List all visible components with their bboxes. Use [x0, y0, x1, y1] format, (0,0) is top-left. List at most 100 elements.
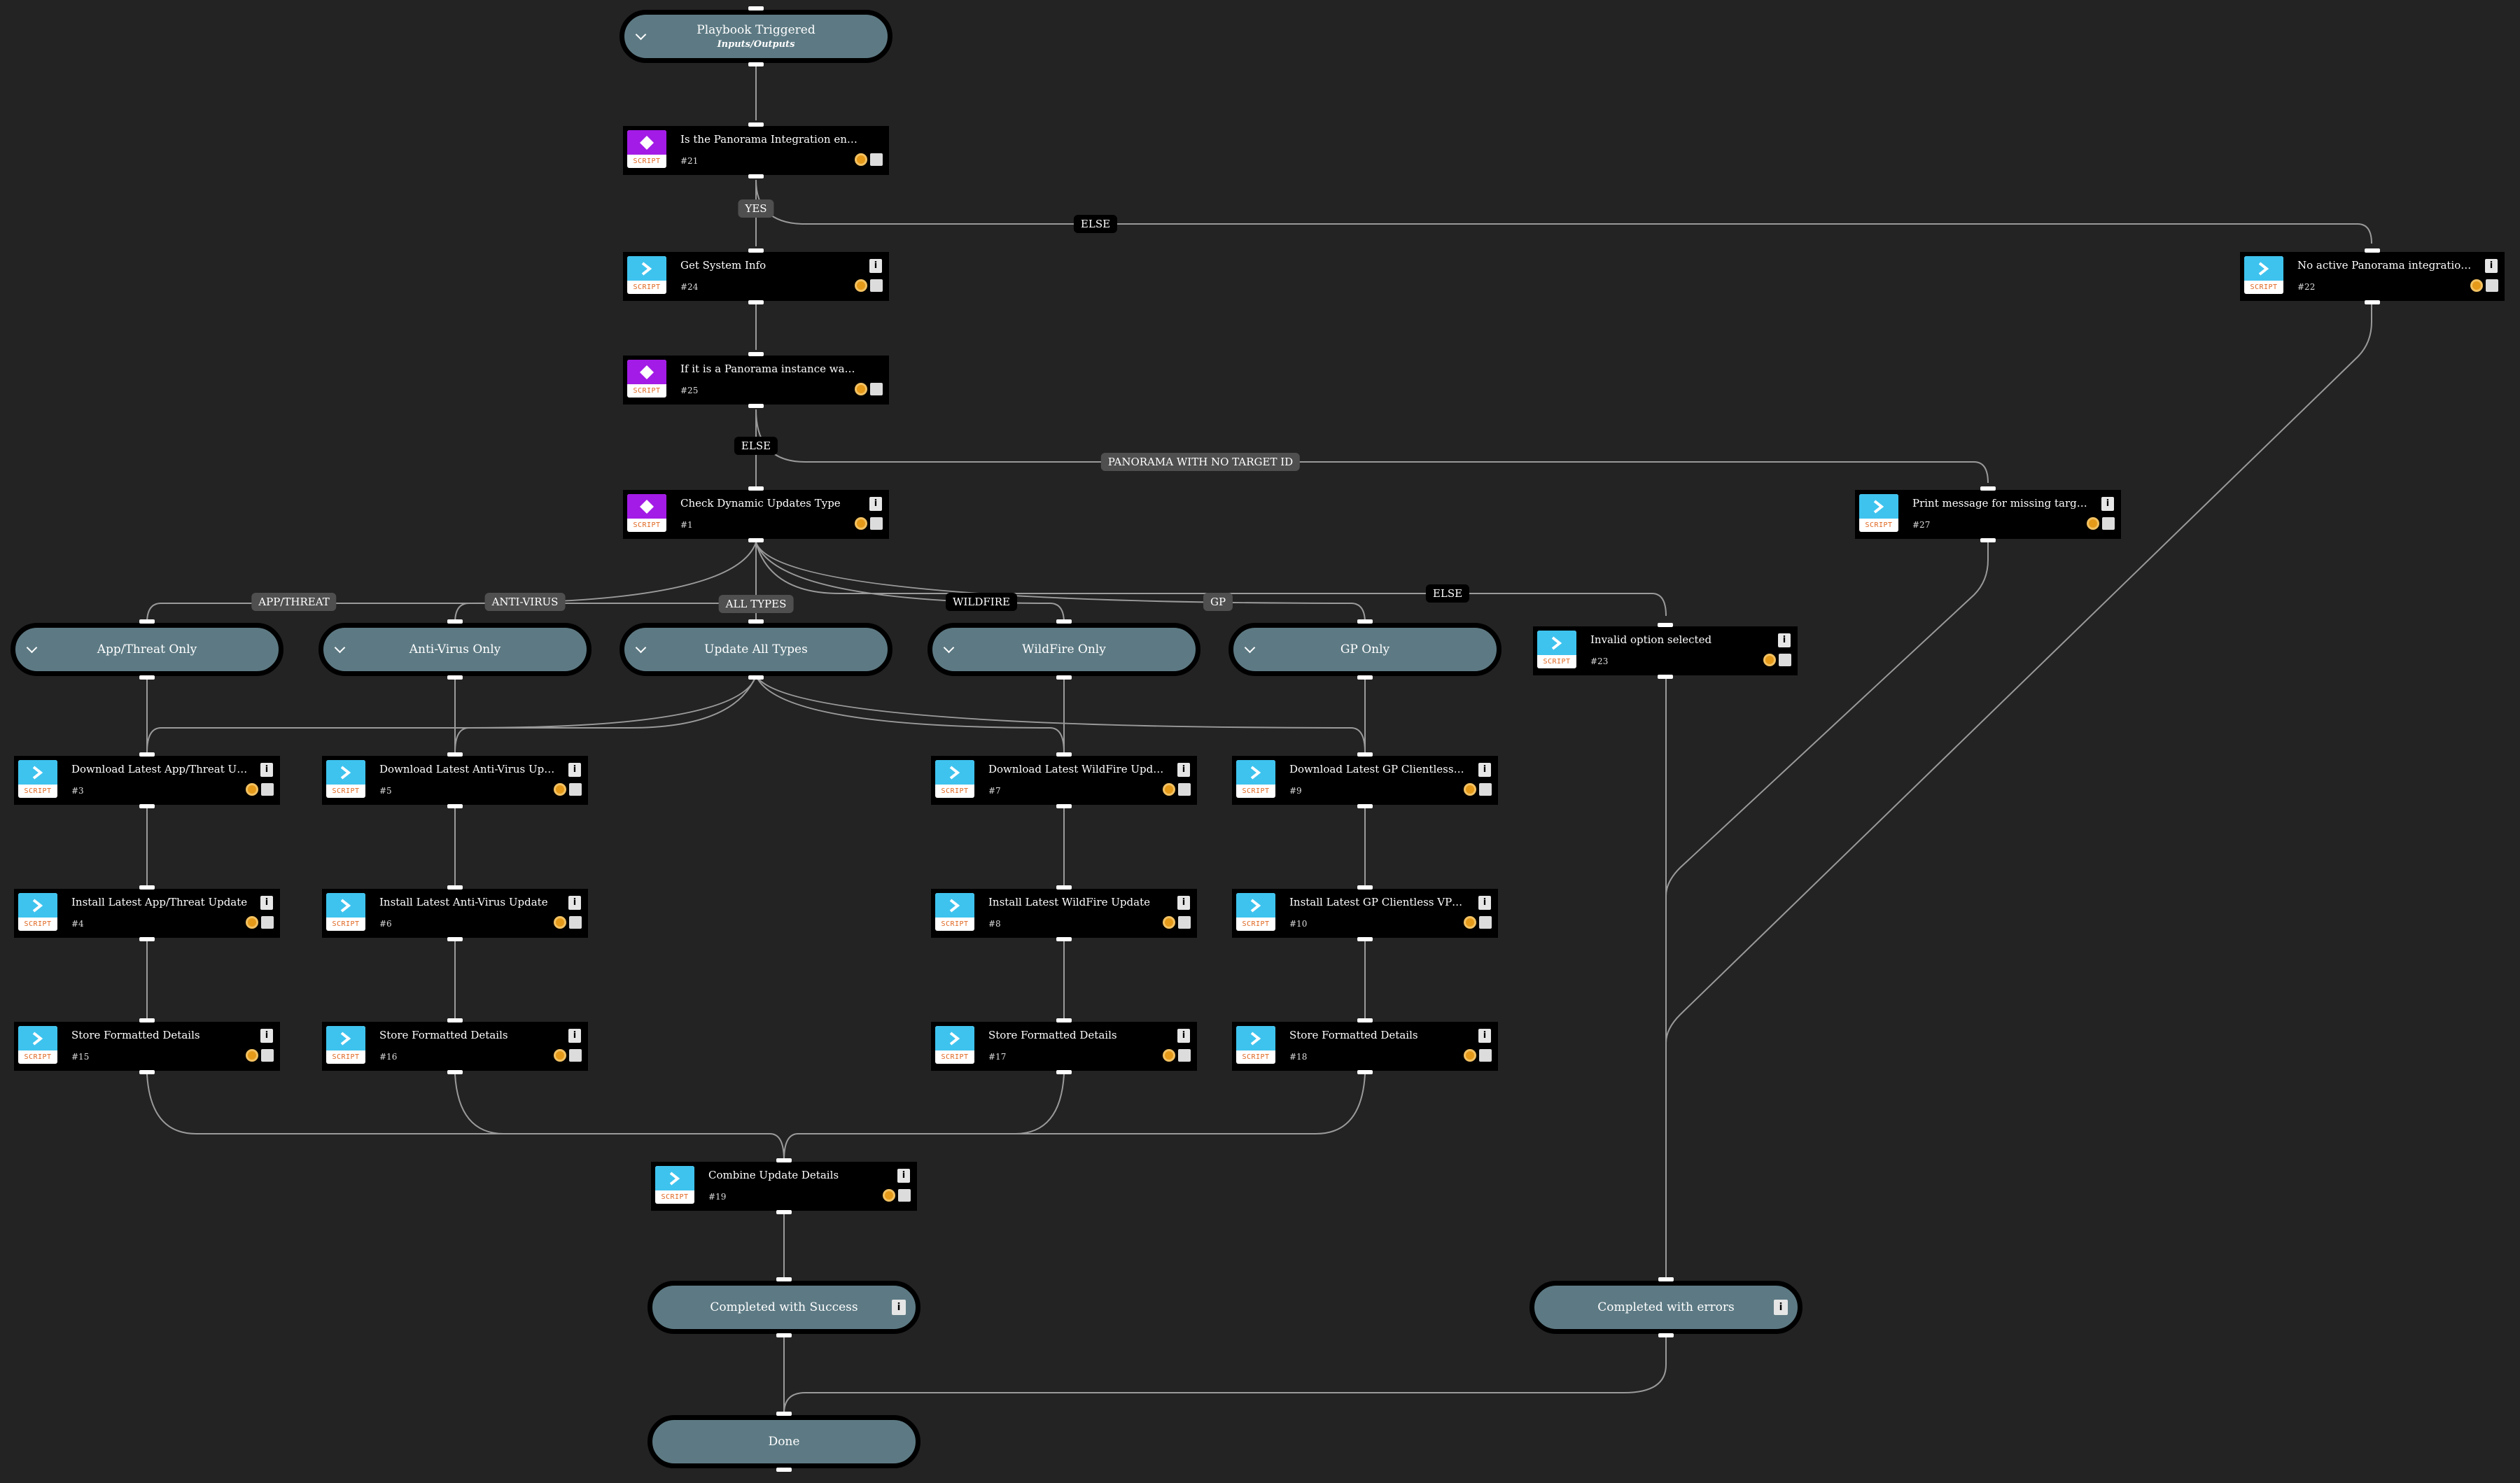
- gear-icon[interactable]: [246, 916, 258, 929]
- info-icon[interactable]: i: [568, 896, 581, 910]
- connector-port[interactable]: [139, 885, 155, 890]
- skip-icon[interactable]: [1779, 654, 1791, 666]
- info-icon[interactable]: i: [1778, 633, 1791, 647]
- connector-port[interactable]: [1658, 1333, 1674, 1337]
- gear-icon[interactable]: [554, 916, 566, 929]
- connector-port[interactable]: [2365, 248, 2380, 253]
- chevron-down-icon[interactable]: [635, 29, 647, 41]
- task-node[interactable]: SCRIPT Install Latest App/Threat Update …: [14, 889, 280, 938]
- connector-port[interactable]: [1056, 619, 1072, 624]
- gear-icon[interactable]: [855, 383, 867, 395]
- connector-port[interactable]: [776, 1158, 792, 1162]
- connector-port[interactable]: [1056, 804, 1072, 808]
- connector-port[interactable]: [1056, 1070, 1072, 1074]
- gear-icon[interactable]: [2087, 517, 2099, 530]
- info-icon[interactable]: i: [1478, 1029, 1491, 1043]
- gear-icon[interactable]: [1763, 654, 1776, 666]
- connector-port[interactable]: [1357, 752, 1373, 757]
- task-node[interactable]: SCRIPT Check Dynamic Updates Type #1 i: [623, 490, 889, 539]
- skip-icon[interactable]: [2486, 279, 2498, 292]
- skip-icon[interactable]: [261, 1049, 274, 1062]
- section-all-types[interactable]: Update All Types: [620, 623, 892, 676]
- task-node[interactable]: SCRIPT Print message for missing target …: [1855, 490, 2121, 539]
- task-node[interactable]: SCRIPT No active Panorama integration in…: [2240, 252, 2505, 301]
- info-icon[interactable]: i: [1478, 763, 1491, 777]
- info-icon[interactable]: i: [1177, 896, 1190, 910]
- gear-icon[interactable]: [883, 1189, 895, 1202]
- task-node[interactable]: SCRIPT Download Latest App/Threat Update…: [14, 756, 280, 805]
- task-node[interactable]: SCRIPT Store Formatted Details #16 i: [322, 1022, 588, 1071]
- info-icon[interactable]: i: [2485, 259, 2498, 273]
- task-node[interactable]: SCRIPT Invalid option selected #23 i: [1533, 626, 1798, 675]
- connector-port[interactable]: [447, 1070, 463, 1074]
- connector-port[interactable]: [139, 1070, 155, 1074]
- info-icon[interactable]: i: [892, 1300, 906, 1315]
- connector-port[interactable]: [1056, 675, 1072, 680]
- connector-port[interactable]: [2365, 300, 2380, 304]
- connector-port[interactable]: [748, 6, 764, 10]
- gear-icon[interactable]: [554, 1049, 566, 1062]
- chevron-down-icon[interactable]: [334, 642, 346, 654]
- gear-icon[interactable]: [2470, 279, 2483, 292]
- task-node[interactable]: SCRIPT Get System Info #24 i: [623, 252, 889, 301]
- inputs-outputs-link[interactable]: Inputs/Outputs: [717, 39, 795, 50]
- task-node[interactable]: SCRIPT Install Latest WildFire Update #8…: [931, 889, 1197, 938]
- connector-port[interactable]: [139, 804, 155, 808]
- skip-icon[interactable]: [870, 517, 883, 530]
- skip-icon[interactable]: [1479, 916, 1492, 929]
- info-icon[interactable]: i: [897, 1169, 910, 1183]
- gear-icon[interactable]: [1464, 916, 1476, 929]
- connector-port[interactable]: [447, 804, 463, 808]
- connector-port[interactable]: [447, 885, 463, 890]
- skip-icon[interactable]: [261, 783, 274, 796]
- connector-port[interactable]: [1658, 623, 1673, 627]
- info-icon[interactable]: i: [260, 896, 273, 910]
- info-icon[interactable]: i: [260, 763, 273, 777]
- completed-errors-node[interactable]: Completed with errors i: [1530, 1281, 1802, 1334]
- gear-icon[interactable]: [1163, 783, 1175, 796]
- gear-icon[interactable]: [246, 783, 258, 796]
- gear-icon[interactable]: [1464, 783, 1476, 796]
- connector-port[interactable]: [748, 486, 764, 491]
- info-icon[interactable]: i: [1478, 896, 1491, 910]
- connector-port[interactable]: [139, 675, 155, 680]
- task-node[interactable]: SCRIPT Store Formatted Details #15 i: [14, 1022, 280, 1071]
- connector-port[interactable]: [139, 937, 155, 941]
- skip-icon[interactable]: [1178, 916, 1191, 929]
- connector-port[interactable]: [447, 1018, 463, 1022]
- gear-icon[interactable]: [855, 279, 867, 292]
- section-app-threat[interactable]: App/Threat Only: [10, 623, 284, 676]
- info-icon[interactable]: i: [869, 497, 882, 511]
- connector-port[interactable]: [776, 1412, 792, 1416]
- connector-port[interactable]: [1357, 1018, 1373, 1022]
- connector-port[interactable]: [748, 248, 764, 253]
- connector-port[interactable]: [139, 619, 155, 624]
- info-icon[interactable]: i: [2101, 497, 2114, 511]
- connector-port[interactable]: [748, 174, 764, 178]
- connector-port[interactable]: [447, 752, 463, 757]
- task-node[interactable]: SCRIPT Download Latest GP Clientless VPN…: [1232, 756, 1498, 805]
- connector-port[interactable]: [748, 619, 764, 624]
- task-node[interactable]: SCRIPT If it is a Panorama instance was …: [623, 356, 889, 405]
- connector-port[interactable]: [748, 122, 764, 127]
- connector-port[interactable]: [1357, 1070, 1373, 1074]
- connector-port[interactable]: [748, 62, 764, 66]
- connector-port[interactable]: [748, 538, 764, 542]
- skip-icon[interactable]: [1479, 1049, 1492, 1062]
- connector-port[interactable]: [1357, 804, 1373, 808]
- task-node[interactable]: SCRIPT Download Latest WildFire Update #…: [931, 756, 1197, 805]
- connector-port[interactable]: [748, 352, 764, 356]
- done-node[interactable]: Done: [648, 1415, 920, 1468]
- connector-port[interactable]: [1357, 619, 1373, 624]
- task-node[interactable]: SCRIPT Download Latest Anti-Virus Update…: [322, 756, 588, 805]
- gear-icon[interactable]: [1163, 1049, 1175, 1062]
- connector-port[interactable]: [1357, 885, 1373, 890]
- gear-icon[interactable]: [1163, 916, 1175, 929]
- connector-port[interactable]: [1357, 675, 1373, 680]
- connector-port[interactable]: [139, 1018, 155, 1022]
- section-wildfire[interactable]: WildFire Only: [927, 623, 1200, 676]
- info-icon[interactable]: i: [1774, 1300, 1788, 1315]
- connector-port[interactable]: [1056, 937, 1072, 941]
- connector-port[interactable]: [447, 937, 463, 941]
- gear-icon[interactable]: [855, 153, 867, 166]
